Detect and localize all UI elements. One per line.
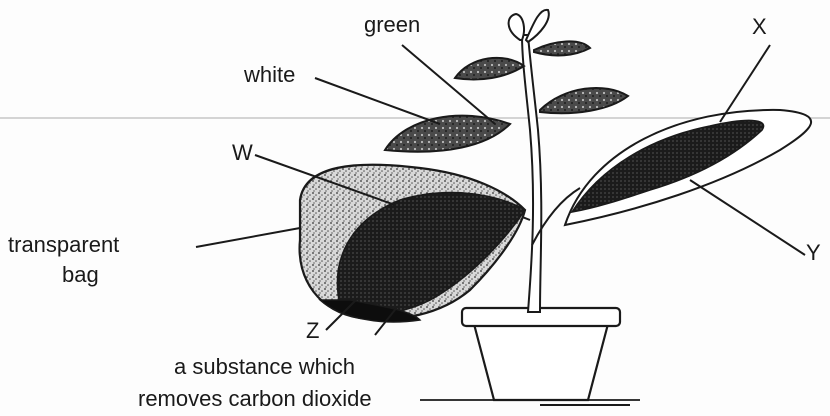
label-substance-line2: removes carbon dioxide — [138, 388, 372, 410]
pointer-green — [402, 45, 495, 124]
label-y: Y — [806, 242, 821, 264]
label-transparent: transparent — [8, 234, 119, 256]
label-x: X — [752, 16, 767, 38]
label-substance-line1: a substance which — [174, 356, 355, 378]
top-sprout — [509, 10, 549, 42]
label-white: white — [244, 64, 295, 86]
label-bag: bag — [62, 264, 99, 286]
label-z: Z — [306, 320, 319, 342]
upper-leaves — [455, 41, 628, 113]
label-green: green — [364, 14, 420, 36]
pointer-bag — [196, 228, 300, 247]
pointer-y — [690, 180, 805, 255]
pointer-white — [315, 78, 440, 124]
plant-pot — [462, 308, 620, 400]
label-w: W — [232, 142, 253, 164]
